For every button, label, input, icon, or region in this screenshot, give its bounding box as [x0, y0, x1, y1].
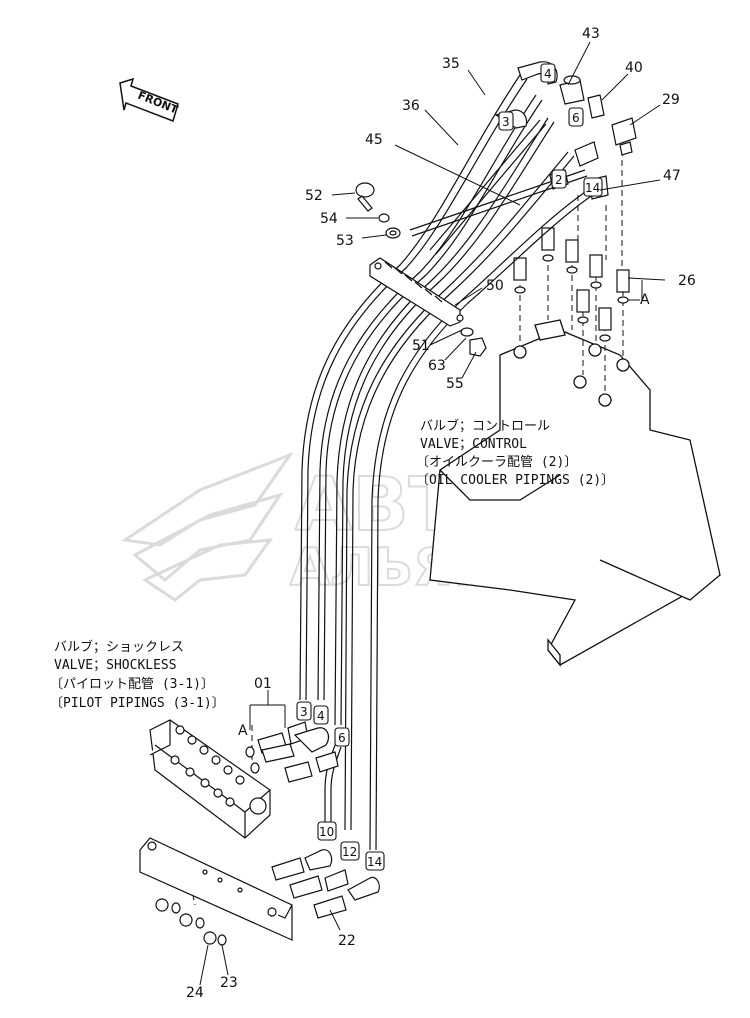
hose-tags — [296, 63, 603, 871]
part-52: 52 — [305, 188, 323, 204]
control-valve-adapters — [513, 227, 630, 342]
part-35: 35 — [442, 56, 460, 72]
shockless-caption-line4: 〔PILOT PIPINGS (3-1)〕 — [50, 696, 225, 711]
part-40: 40 — [625, 60, 643, 76]
shockless-valve-block — [149, 719, 271, 839]
hose-tag-6-bottom: 6 — [338, 731, 346, 745]
control-caption-line1: バルブ；コントロール — [420, 418, 550, 434]
hose-tag-3-bottom: 3 — [300, 705, 308, 719]
part-24: 24 — [186, 985, 204, 1001]
hose-tag-10: 10 — [319, 825, 334, 839]
part-A-lower: A — [238, 723, 248, 739]
shockless-valve-caption: バルブ；ショックレス VALVE；SHOCKLESS 〔パイロット配管 (3-1… — [50, 639, 225, 711]
shockless-caption-line3: 〔パイロット配管 (3-1)〕 — [50, 677, 214, 692]
leader-lines — [199, 41, 666, 986]
part-47: 47 — [663, 168, 681, 184]
hose-tag-2-top: 2 — [555, 173, 563, 187]
hose-tag-6-top: 6 — [572, 111, 580, 125]
part-01: 01 — [254, 676, 272, 692]
part-22: 22 — [338, 933, 356, 949]
control-caption-line4: 〔OIL COOLER PIPINGS (2)〕 — [416, 473, 614, 488]
part-26: 26 — [678, 273, 696, 289]
front-arrow: FRONT — [119, 77, 180, 122]
part-23: 23 — [220, 975, 238, 991]
hose-tag-14-bottom: 14 — [367, 855, 382, 869]
hose-clamp — [369, 257, 464, 327]
bracket-plate — [139, 837, 293, 941]
part-51: 51 — [412, 338, 430, 354]
part-53: 53 — [336, 233, 354, 249]
control-caption-line3: 〔オイルクーラ配管 (2)〕 — [416, 455, 577, 470]
hose-tag-14-top: 14 — [585, 181, 600, 195]
part-29: 29 — [662, 92, 680, 108]
hose-tag-12: 12 — [342, 845, 357, 859]
shockless-caption-line1: バルブ；ショックレス — [54, 639, 184, 655]
hose-tag-labels: 4 3 6 2 14 3 4 6 10 12 14 — [300, 67, 600, 869]
part-43: 43 — [582, 26, 600, 42]
part-labels: 43 35 40 36 29 45 47 52 54 53 26 A 50 51… — [186, 26, 696, 1001]
shockless-caption-line2: VALVE；SHOCKLESS — [54, 658, 177, 673]
part-A-upper: A — [640, 292, 650, 308]
shockless-fittings — [245, 721, 339, 783]
part-50: 50 — [486, 278, 504, 294]
hose-tag-4-top: 4 — [544, 67, 552, 81]
part-63: 63 — [428, 358, 446, 374]
hose-tag-4-bottom: 4 — [317, 709, 325, 723]
lower-fittings — [155, 849, 380, 946]
hose-tag-3-top: 3 — [502, 115, 510, 129]
part-36: 36 — [402, 98, 420, 114]
part-55: 55 — [446, 376, 464, 392]
part-54: 54 — [320, 211, 338, 227]
part-45: 45 — [365, 132, 383, 148]
control-caption-line2: VALVE；CONTROL — [420, 437, 527, 452]
bolt-and-washers — [355, 182, 487, 357]
control-valve-caption: バルブ；コントロール VALVE；CONTROL 〔オイルクーラ配管 (2)〕 … — [416, 418, 614, 488]
control-valve-body — [429, 319, 721, 667]
